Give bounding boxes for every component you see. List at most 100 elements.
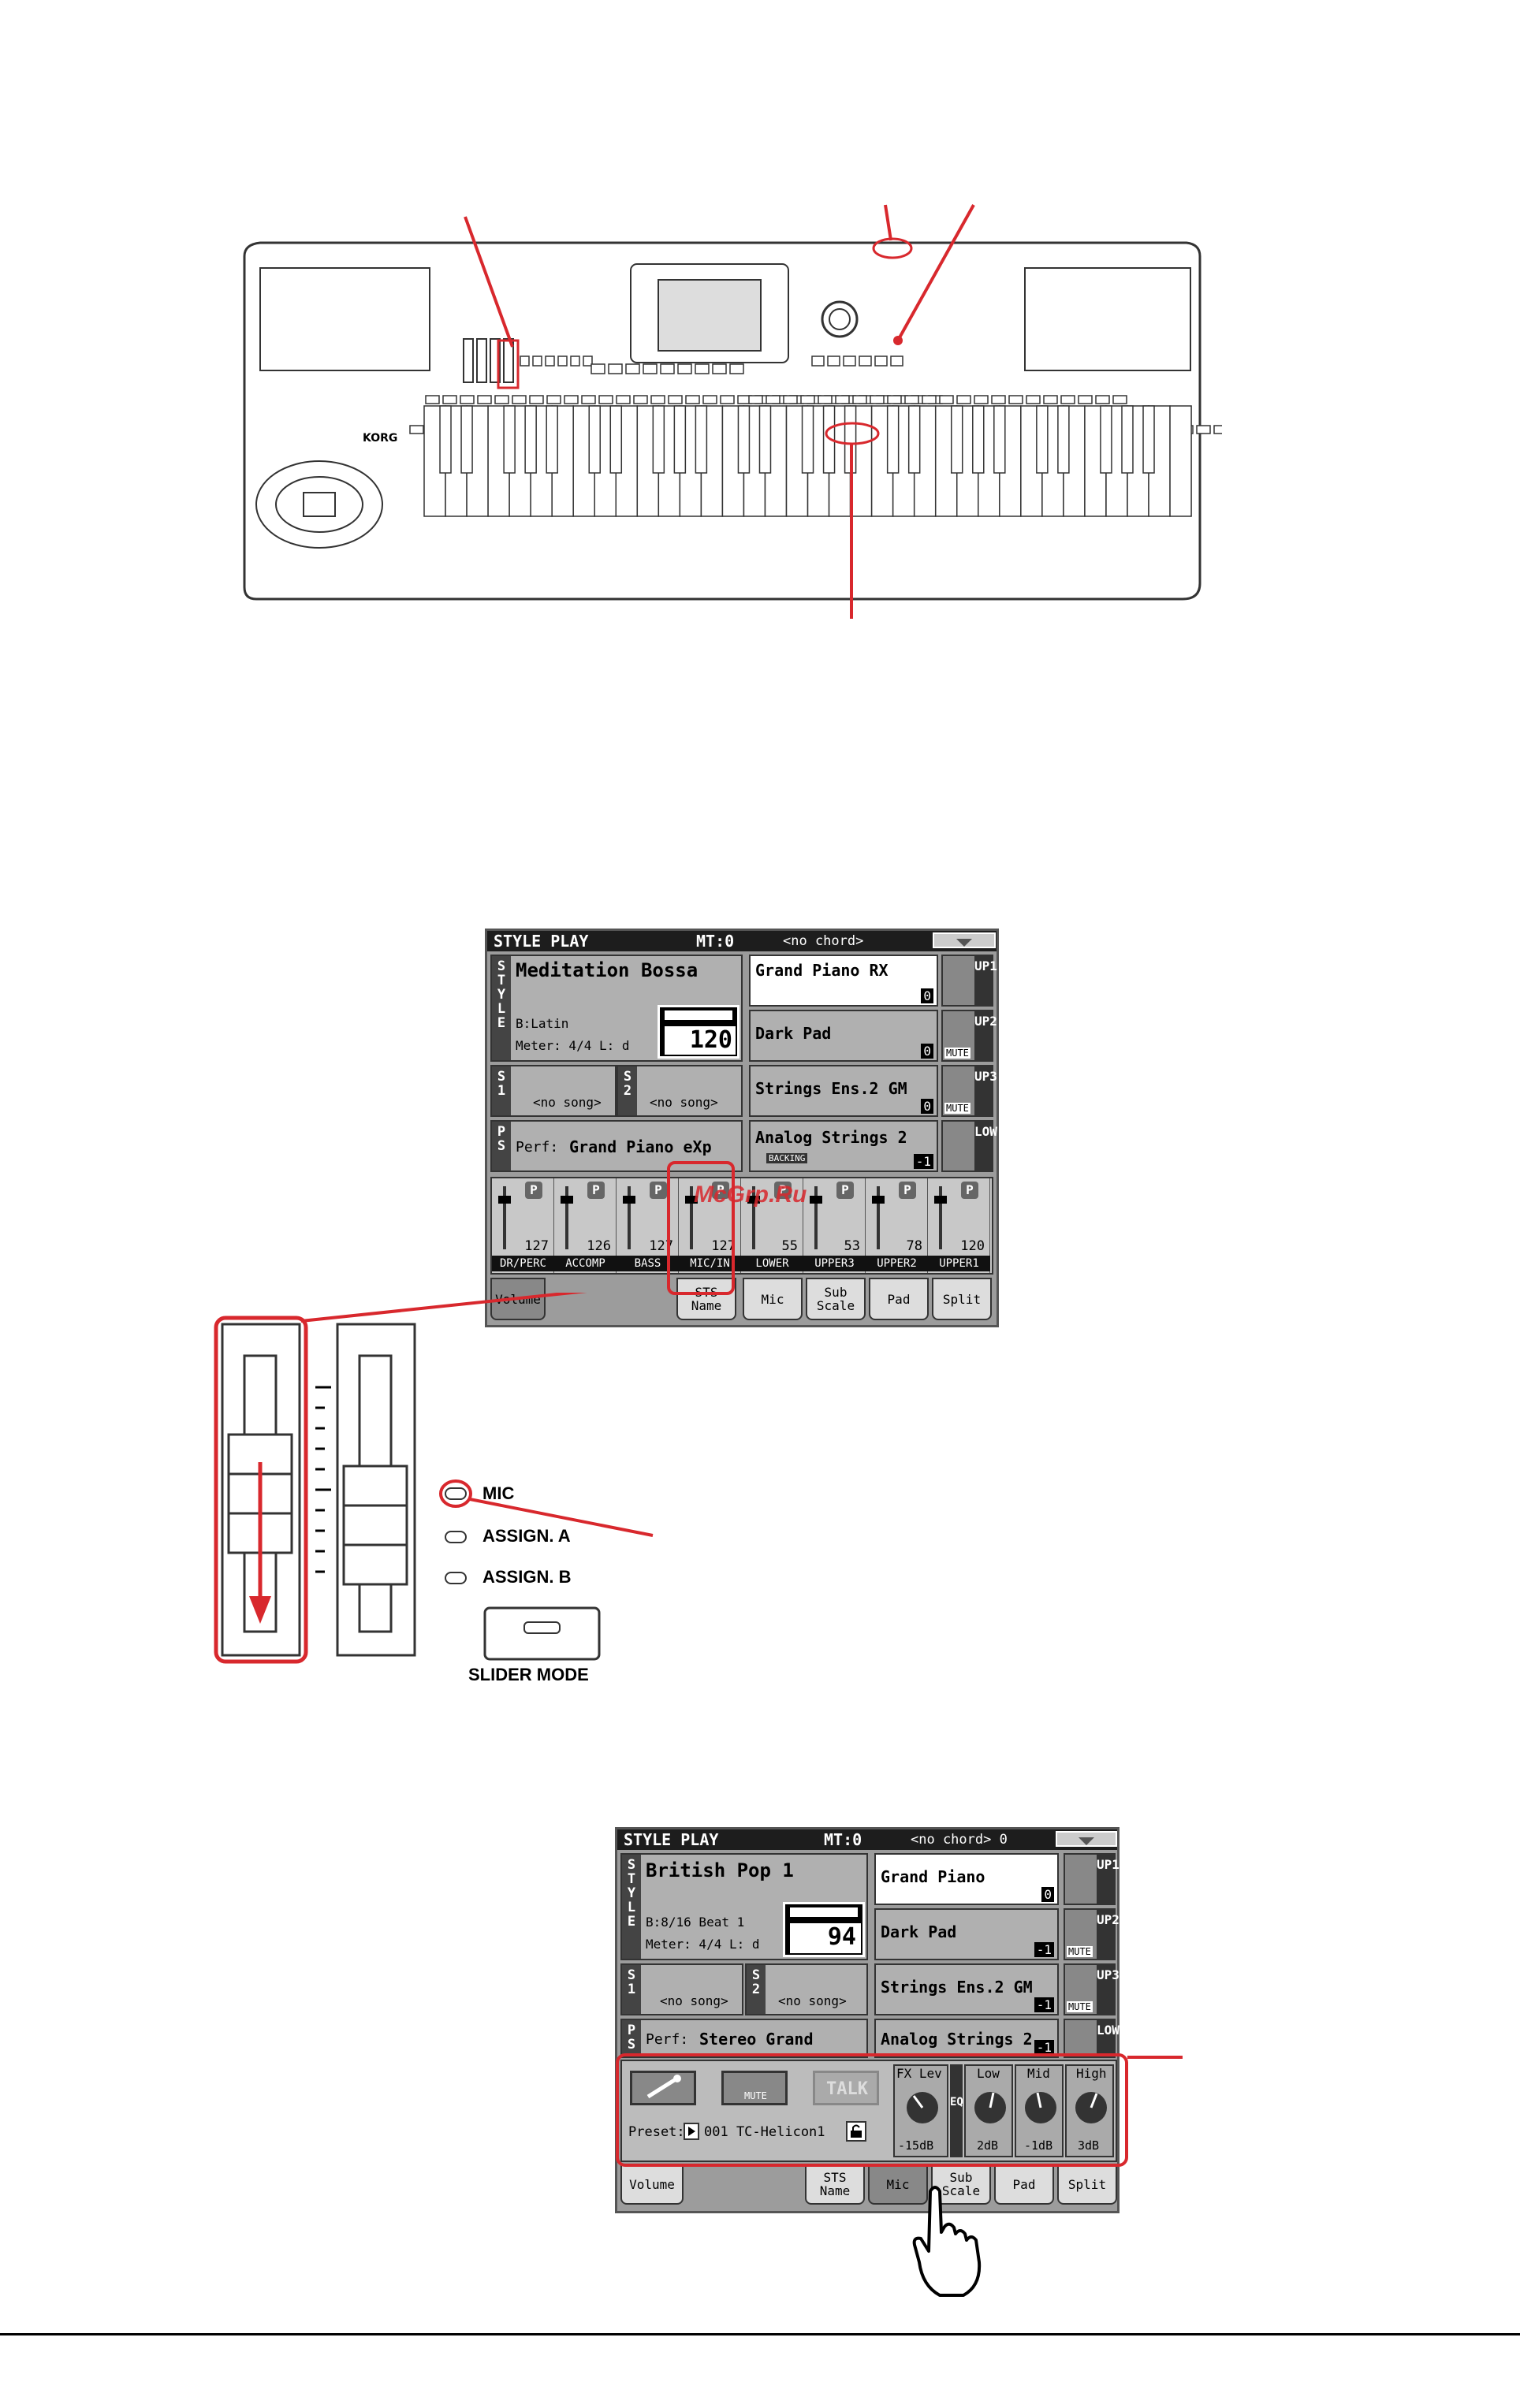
fader-track	[628, 1186, 631, 1249]
preset-arrow-button[interactable]	[684, 2123, 699, 2140]
tempo-display[interactable]: 120	[658, 1005, 740, 1059]
tab-split[interactable]: Split	[932, 1278, 992, 1320]
play-status-p-icon[interactable]: P	[836, 1182, 854, 1199]
mixer-channel[interactable]: P 78 UPPER2	[866, 1178, 928, 1273]
track-upper2[interactable]: Dark Pad -1	[874, 1908, 1059, 1960]
violin-icon[interactable]: MUTE UP3	[941, 1065, 997, 1117]
track-upper1[interactable]: Grand Piano 0	[874, 1853, 1059, 1905]
tab-mic[interactable]: Mic	[868, 2164, 928, 2205]
fader-track	[877, 1186, 880, 1249]
tab-sub-scale[interactable]: Sub Scale	[806, 1278, 866, 1320]
octave-value: 0	[921, 988, 933, 1003]
tab-sts-name[interactable]: STS Name	[805, 2164, 865, 2205]
track-upper3[interactable]: Strings Ens.2 GM 0	[749, 1065, 938, 1117]
track-upper3[interactable]: Strings Ens.2 GM -1	[874, 1963, 1059, 2015]
assign-a-led	[445, 1531, 467, 1543]
knob-value: -15dB	[898, 2138, 934, 2153]
chord-display: <no chord>	[783, 933, 864, 949]
track-upper2[interactable]: Dark Pad 0	[749, 1010, 938, 1062]
track-tag: UP3	[974, 1066, 997, 1115]
track-tag: UP1	[974, 956, 997, 1005]
perf-label: Perf:	[516, 1139, 559, 1156]
volume-value: 127	[524, 1238, 549, 1254]
tab-pad[interactable]: Pad	[869, 1278, 929, 1320]
beat-indicator	[790, 1907, 858, 1917]
fader-knob[interactable]	[934, 1196, 947, 1204]
play-status-p-icon[interactable]: P	[774, 1182, 792, 1199]
mixer-channel[interactable]: P 126 ACCOMP	[554, 1178, 617, 1273]
knob-eq-low[interactable]: Low 2dB	[964, 2064, 1013, 2157]
tab-pad[interactable]: Pad	[994, 2164, 1054, 2205]
talk-button[interactable]: TALK	[813, 2071, 879, 2105]
knob-header: Mid	[1027, 2066, 1050, 2081]
watermark: McGrp.Ru	[694, 1182, 807, 1208]
play-status-p-icon[interactable]: P	[961, 1182, 978, 1199]
menu-arrow-button[interactable]	[933, 932, 996, 948]
track-tag: UP2	[1097, 1910, 1120, 1959]
knob-eq-high[interactable]: High 3dB	[1065, 2064, 1114, 2157]
tab-volume[interactable]: Volume	[620, 2164, 684, 2205]
guitar-icon[interactable]: LOW	[941, 1120, 997, 1172]
fader-knob[interactable]	[498, 1196, 511, 1204]
play-status-p-icon[interactable]: P	[712, 1182, 729, 1199]
track-lower[interactable]: Analog Strings 2 -1	[874, 2019, 1059, 2058]
fader-knob[interactable]	[685, 1196, 698, 1204]
fader-track	[565, 1186, 568, 1249]
tempo-display[interactable]: 94	[783, 1902, 865, 1957]
mixer-channel[interactable]: P 53 UPPER3	[803, 1178, 866, 1273]
play-status-p-icon[interactable]: P	[650, 1182, 667, 1199]
tab-split[interactable]: Split	[1057, 2164, 1117, 2205]
mic-on-button[interactable]	[630, 2071, 696, 2105]
keyboard-pad-icon[interactable]: MUTE UP2	[941, 1010, 997, 1062]
mixer-channel[interactable]: P 55 LOWER	[741, 1178, 803, 1273]
mixer-channel[interactable]: P 127 MIC/IN	[679, 1178, 741, 1273]
track-tag: UP3	[1097, 1965, 1120, 2014]
fader-knob[interactable]	[561, 1196, 573, 1204]
violin-icon[interactable]: MUTE UP3	[1064, 1963, 1120, 2015]
tab-mic[interactable]: Mic	[743, 1278, 803, 1320]
keyboard-pad-icon[interactable]: MUTE UP2	[1064, 1908, 1120, 1960]
fader-knob[interactable]	[747, 1196, 760, 1204]
mic-mute-button[interactable]: MUTE	[721, 2071, 788, 2105]
led-label-assign-a: ASSIGN. A	[482, 1526, 571, 1546]
fader-knob[interactable]	[623, 1196, 635, 1204]
mixer-channel[interactable]: P 120 UPPER1	[928, 1178, 990, 1273]
piano-icon[interactable]: UP1	[1064, 1853, 1120, 1905]
piano-icon[interactable]: UP1	[941, 955, 997, 1007]
down-arrow-icon	[249, 1596, 271, 1624]
guitar-icon[interactable]: LOW	[1064, 2019, 1120, 2058]
mixer-channel[interactable]: P 127 DR/PERC	[492, 1178, 554, 1273]
play-arrow-icon	[688, 2127, 695, 2136]
play-status-p-icon[interactable]: P	[899, 1182, 916, 1199]
knob-eq-mid[interactable]: Mid -1dB	[1015, 2064, 1064, 2157]
perf-name: Stereo Grand	[699, 2030, 814, 2049]
menu-arrow-button[interactable]	[1056, 1831, 1117, 1847]
mixer-channel[interactable]: P 127 BASS	[617, 1178, 679, 1273]
knob-fx-level[interactable]: FX Lev -15dB	[893, 2064, 948, 2157]
volume-value: 55	[781, 1238, 798, 1254]
fader-knob[interactable]	[810, 1196, 822, 1204]
track-upper1[interactable]: Grand Piano RX 0	[749, 955, 938, 1007]
mute-badge: MUTE	[944, 1103, 970, 1114]
track-lower[interactable]: Analog Strings 2 BACKING -1	[749, 1120, 938, 1172]
channel-label: ACCOMP	[554, 1256, 617, 1271]
play-status-p-icon[interactable]: P	[587, 1182, 605, 1199]
fader-knob[interactable]	[872, 1196, 885, 1204]
octave-value: -1	[913, 1154, 933, 1169]
lock-icon[interactable]	[846, 2121, 866, 2142]
beat-indicator	[665, 1010, 732, 1020]
play-status-p-icon[interactable]: P	[525, 1182, 542, 1199]
